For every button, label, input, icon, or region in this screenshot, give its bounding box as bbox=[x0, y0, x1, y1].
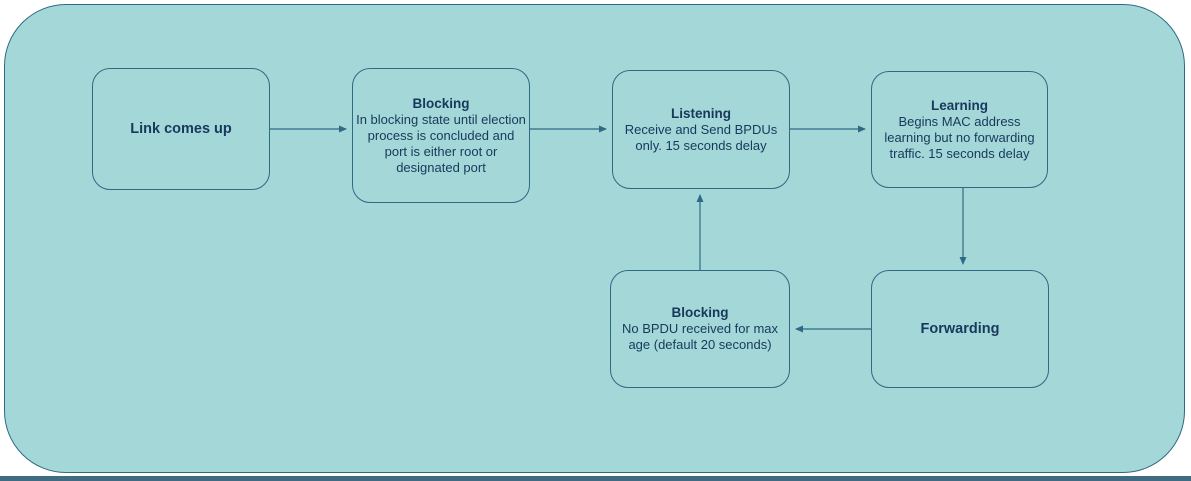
node-link-comes-up: Link comes up bbox=[92, 68, 270, 190]
node-learning: Learning Begins MAC address learning but… bbox=[871, 71, 1048, 188]
node-forwarding: Forwarding bbox=[871, 270, 1049, 388]
node-body: In blocking state until election process… bbox=[356, 111, 526, 175]
node-title: Learning bbox=[930, 97, 988, 113]
node-body: Begins MAC address learning but no forwa… bbox=[884, 113, 1035, 161]
node-title: Listening bbox=[671, 105, 731, 121]
bottom-edge-bar bbox=[0, 476, 1191, 481]
node-body: No BPDU received for max age (default 20… bbox=[621, 321, 779, 352]
node-blocking-initial: Blocking In blocking state until electio… bbox=[352, 68, 530, 203]
node-listening: Listening Receive and Send BPDUs only. 1… bbox=[612, 70, 790, 189]
node-body: Receive and Send BPDUs only. 15 seconds … bbox=[624, 121, 778, 153]
node-title: Blocking bbox=[671, 305, 729, 320]
node-blocking-max-age: Blocking No BPDU received for max age (d… bbox=[610, 270, 790, 388]
node-title: Link comes up bbox=[130, 121, 232, 137]
node-title: Forwarding bbox=[920, 321, 1000, 337]
node-title: Blocking bbox=[412, 95, 470, 111]
